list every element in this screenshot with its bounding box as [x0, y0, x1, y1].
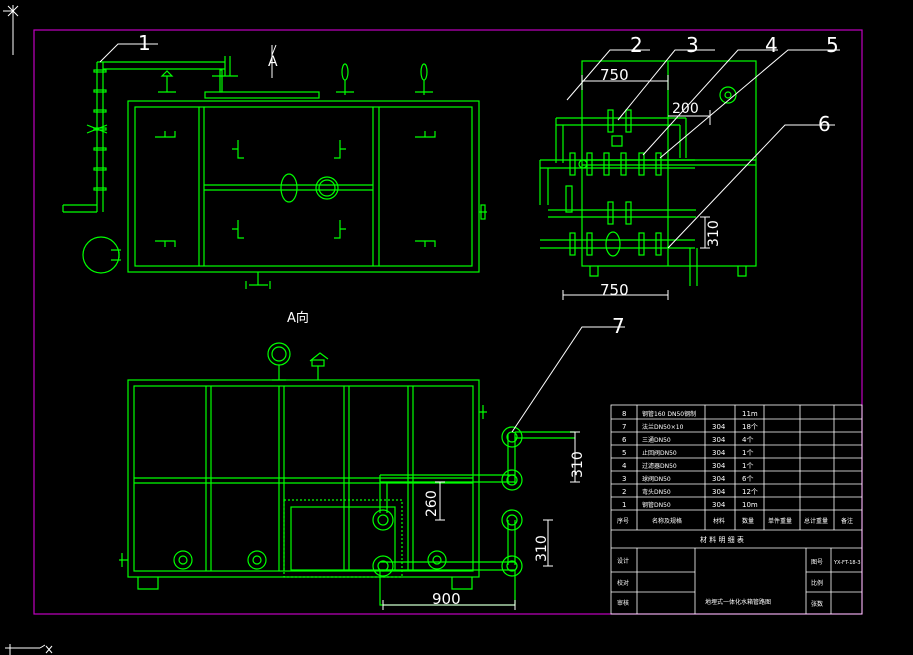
- parts-cell-name: 弯头DN50: [642, 488, 671, 496]
- parts-cell-qty: 11m: [742, 410, 758, 418]
- parts-cell-no: 7: [622, 423, 626, 431]
- parts-cell-material: 304: [712, 449, 726, 457]
- drawing-border: [33, 29, 863, 615]
- parts-cell-material: 304: [712, 462, 726, 470]
- parts-cell-name: 三通DN50: [642, 436, 671, 444]
- dim-inner-width: 200: [672, 101, 699, 117]
- parts-table-grid: [610, 404, 863, 615]
- parts-cell-name: 止回阀DN50: [642, 449, 677, 457]
- top-view-tank: [62, 56, 487, 289]
- parts-cell-name: 钢管160 DN50钢制: [642, 410, 696, 418]
- parts-header-total-weight: 总计重量: [804, 517, 828, 525]
- balloon-6: 6: [818, 112, 831, 136]
- parts-cell-no: 6: [622, 436, 627, 444]
- parts-cell-no: 5: [622, 449, 626, 457]
- title-block-reviewer: 审核: [617, 599, 629, 607]
- parts-cell-no: 8: [622, 410, 626, 418]
- parts-cell-no: 1: [622, 501, 626, 509]
- parts-cell-qty: 4个: [742, 436, 753, 444]
- scale-label: 比例: [811, 579, 823, 587]
- parts-cell-material: 304: [712, 488, 726, 496]
- parts-header-unit-weight: 单件重量: [768, 517, 792, 525]
- dim-front-h3: 310: [534, 535, 550, 562]
- dim-front-width: 900: [432, 590, 461, 608]
- drawing-no: YX-FT-18-3: [833, 560, 861, 566]
- parts-cell-qty: 12个: [742, 488, 758, 496]
- parts-cell-material: 304: [712, 436, 726, 444]
- parts-cell-name: 钢管DN50: [642, 501, 671, 509]
- parts-cell-material: 304: [712, 475, 726, 483]
- dim-front-h2: 260: [424, 490, 440, 517]
- parts-cell-qty: 6个: [742, 475, 753, 483]
- sheet-label: 张数: [811, 600, 823, 608]
- parts-cell-name: 球阀DN50: [642, 475, 671, 483]
- balloon-1: 1: [138, 31, 151, 55]
- dim-top-width: 750: [600, 66, 629, 84]
- balloon-3: 3: [686, 33, 699, 57]
- dim-bottom-width: 750: [600, 281, 629, 299]
- ucs-icon-top: [3, 5, 19, 55]
- balloon-7: 7: [612, 314, 625, 338]
- front-view-tank: [119, 342, 575, 606]
- parts-header-remark: 备注: [841, 517, 853, 525]
- title-block-designer: 设计: [617, 557, 629, 565]
- drawing-no-label: 图号: [811, 559, 823, 566]
- balloon-5: 5: [826, 33, 839, 57]
- balloon-4: 4: [765, 33, 778, 57]
- drawing-title: 地埋式一体化水箱管路图: [705, 598, 771, 606]
- parts-header-no: 序号: [617, 517, 629, 525]
- parts-cell-qty: 18个: [742, 423, 758, 431]
- leader-lines: [99, 43, 840, 610]
- dim-front-h1: 310: [570, 451, 586, 478]
- view-arrow-label: A: [268, 54, 278, 70]
- parts-section-title: 材 料 明 细 表: [700, 535, 744, 544]
- parts-cell-qty: 1个: [742, 462, 753, 470]
- parts-cell-qty: 1个: [742, 449, 753, 457]
- parts-cell-no: 4: [622, 462, 627, 470]
- parts-cell-no: 2: [622, 488, 626, 496]
- dim-right-height: 310: [706, 220, 722, 247]
- view-title-label: A向: [287, 310, 309, 326]
- parts-cell-name: 过滤器DN50: [642, 462, 677, 470]
- ucs-icon-bottom: [5, 644, 53, 655]
- parts-cell-no: 3: [622, 475, 626, 483]
- parts-header-name: 名称及规格: [652, 517, 682, 525]
- parts-cell-name: 法兰DN50×10: [642, 423, 684, 431]
- parts-cell-material: 304: [712, 423, 726, 431]
- balloon-2: 2: [630, 33, 643, 57]
- parts-cell-qty: 10m: [742, 501, 758, 509]
- parts-header-material: 材料: [713, 517, 725, 525]
- title-block-checker: 校对: [617, 579, 629, 587]
- parts-cell-material: 304: [712, 501, 726, 509]
- parts-header-qty: 数量: [742, 517, 754, 525]
- parts-table-rows: 8 钢管160 DN50钢制 11m 7 法兰DN50×10 304 18个 6 三通DN50 3…: [622, 410, 758, 509]
- side-view-tank: [539, 60, 757, 286]
